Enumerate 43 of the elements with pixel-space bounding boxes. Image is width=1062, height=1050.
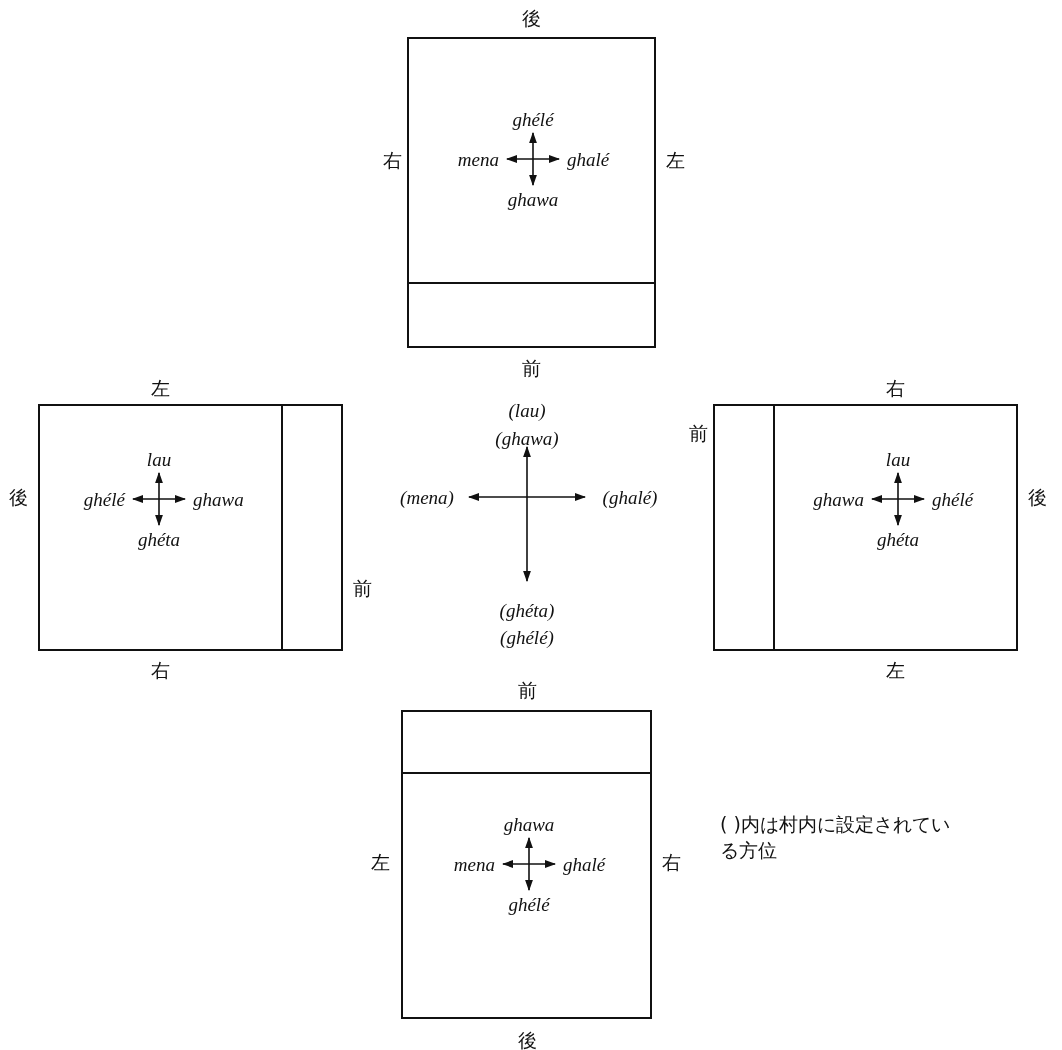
house-plan-box xyxy=(401,710,652,1019)
direction-word: (ghéta) xyxy=(499,600,555,620)
direction-word: lau xyxy=(146,449,172,469)
side-direction-label: 後 xyxy=(1027,487,1047,507)
house-plan-box xyxy=(38,404,343,651)
direction-word: ghélé xyxy=(83,489,125,509)
side-direction-label: 左 xyxy=(370,852,390,872)
direction-word: ghawa xyxy=(813,489,864,509)
note-text: ( )内は村内に設定されている方位 xyxy=(720,812,951,863)
direction-word: (ghalé) xyxy=(602,487,658,507)
side-direction-label: 後 xyxy=(517,1030,537,1050)
direction-word: (ghélé) xyxy=(500,627,554,647)
direction-word: (ghawa) xyxy=(495,428,559,448)
side-direction-label: 前 xyxy=(352,578,372,598)
side-direction-label: 左 xyxy=(885,660,905,680)
direction-word: mena xyxy=(453,854,495,874)
side-direction-label: 左 xyxy=(665,150,685,170)
direction-word: lau xyxy=(885,449,911,469)
direction-word: ghawa xyxy=(507,189,559,209)
direction-word: ghalé xyxy=(567,149,610,169)
direction-word: ghélé xyxy=(508,894,550,914)
direction-word: ghéta xyxy=(137,529,181,549)
direction-word: (mena) xyxy=(400,487,454,507)
side-direction-label: 前 xyxy=(688,423,708,443)
side-direction-label: 右 xyxy=(885,378,905,398)
house-plan-box xyxy=(713,404,1018,651)
side-direction-label: 後 xyxy=(8,487,28,507)
direction-word: (lau) xyxy=(508,400,546,420)
side-direction-label: 前 xyxy=(521,358,541,378)
direction-word: ghélé xyxy=(932,489,974,509)
direction-word: ghawa xyxy=(503,814,555,834)
direction-word: ghalé xyxy=(563,854,606,874)
direction-word: ghélé xyxy=(512,109,554,129)
side-direction-label: 右 xyxy=(661,852,681,872)
side-direction-label: 右 xyxy=(382,150,402,170)
side-direction-label: 左 xyxy=(150,378,170,398)
side-direction-label: 後 xyxy=(521,8,541,28)
side-direction-label: 前 xyxy=(517,680,537,700)
direction-word: mena xyxy=(457,149,499,169)
direction-word: ghawa xyxy=(193,489,244,509)
house-plan-box xyxy=(407,37,656,348)
side-direction-label: 右 xyxy=(150,660,170,680)
direction-word: ghéta xyxy=(876,529,920,549)
